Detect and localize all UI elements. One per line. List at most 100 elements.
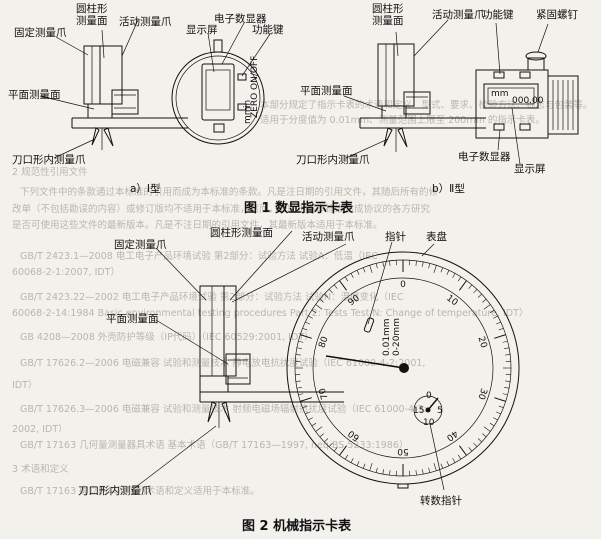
fig2-cylindrical-face-label: 圆柱形测量面 xyxy=(210,226,273,239)
dial-tick xyxy=(298,393,304,396)
dial-tick xyxy=(308,417,313,421)
fig1a-digital-head: ZERO ON/OFF mm in xyxy=(171,39,265,145)
dial-tick xyxy=(498,405,504,409)
bleed-line: 下列文件中的条款通过本标准的引用而成为本标准的条款。凡是注日期的引用文件，其随后… xyxy=(20,186,439,198)
dial-tick xyxy=(473,289,478,294)
dial-tick xyxy=(369,463,373,471)
fig1b-digital-head: mm 000.00 xyxy=(475,51,579,139)
dial-tick xyxy=(504,347,510,349)
fig1-panel-a: ZERO ON/OFF mm in 圆柱形测量面 活动测量爪 固定测量爪 显示屏… xyxy=(8,2,284,195)
fig1a-flat-face-label: 平面测量面 xyxy=(8,88,61,101)
dial-tick xyxy=(433,265,437,273)
onoff-key-text: ON/OFF xyxy=(250,56,260,90)
dial-tick xyxy=(302,405,308,409)
dial-tick xyxy=(382,469,384,475)
fig1a-electronic-head-label: 电子数显器 xyxy=(214,12,267,25)
fig1b-leaders xyxy=(343,19,549,165)
fig1b-function-key-label: 功能键 xyxy=(482,8,514,21)
dial-tick xyxy=(344,454,349,460)
dial-tick xyxy=(483,304,491,310)
bleed-line: 适用于分度值为 0.01mm、测量范围上限至 200mm 的指示卡表。 xyxy=(260,114,545,126)
in-key-text: in xyxy=(243,100,253,108)
fig1b-lock-screw-label: 紧固螺钉 xyxy=(536,9,578,21)
dial-tick xyxy=(457,276,462,282)
fig1a-function-key-label: 功能键 xyxy=(252,23,284,36)
dial-resolution-text: 0.01mm xyxy=(382,318,392,356)
fig1a-cylindrical-face-label: 圆柱形测量面 xyxy=(76,2,108,27)
dial-tick xyxy=(433,463,437,471)
dial-number: 10 xyxy=(444,293,459,308)
dial-tick xyxy=(315,426,323,432)
dial-tick xyxy=(502,340,508,343)
dial-tick xyxy=(505,354,511,356)
small-dial-num-0: 0 xyxy=(426,391,432,401)
fig1b-display-screen-label: 显示屏 xyxy=(514,163,546,175)
dial-number: 50 xyxy=(397,446,409,456)
dial-tick xyxy=(489,422,495,427)
dial-tick xyxy=(328,442,333,447)
dial-tick xyxy=(362,267,366,273)
fig2-caption: 图 2 机械指示卡表 xyxy=(242,518,352,534)
bleed-line: GB/T 17626.3—2006 电磁兼容 试验和测量技术 射频电磁场辐射抗扰… xyxy=(20,403,427,415)
bleed-line: 60068-2-14:1984 Basic environmental test… xyxy=(12,307,528,319)
dial-tick xyxy=(324,293,329,298)
dial-number: 80 xyxy=(318,335,331,349)
dial-tick xyxy=(305,321,310,325)
dial-range-text: 0-20mm xyxy=(392,318,402,356)
dial-tick xyxy=(452,273,456,278)
fig1b-reading-text: 000.00 xyxy=(512,96,544,106)
dial-tick xyxy=(356,270,360,275)
dial-tick xyxy=(440,267,444,273)
dial-tick xyxy=(300,397,312,402)
dial-tick xyxy=(350,273,354,278)
bleed-line: GB/T 2423.1—2008 电工电子产品环境试验 第2部分：试验方法 试验… xyxy=(20,250,378,262)
dial-number: 40 xyxy=(444,428,459,443)
fig2-dial-label: 表盘 xyxy=(426,230,447,243)
dial-tick xyxy=(362,463,366,469)
dial-tick xyxy=(369,265,373,273)
fig2-leaders xyxy=(131,230,445,491)
fig1b-flat-face-label: 平面测量面 xyxy=(300,84,353,97)
dial-tick xyxy=(389,470,391,476)
dial-tick xyxy=(422,261,424,267)
dial-tick xyxy=(459,445,467,456)
dial-tick xyxy=(494,397,506,402)
fig1b-unit-text: mm xyxy=(491,89,509,99)
dial-tick xyxy=(482,298,487,303)
fig1a-display-screen-label: 显示屏 xyxy=(186,24,218,36)
dial-tick xyxy=(482,433,487,438)
bleed-line: 2 规范性引用文件 xyxy=(12,166,88,178)
bleed-line: 2002, IDT） xyxy=(12,423,68,435)
dial-tick xyxy=(319,433,324,438)
small-dial-num-5: 5 xyxy=(437,406,443,416)
dial-tick xyxy=(311,309,317,314)
fig2-flat-face-label: 平面测量面 xyxy=(106,312,159,325)
dial-tick xyxy=(339,280,347,291)
fig1b-cylindrical-face-label: 圆柱形测量面 xyxy=(372,2,404,27)
fig1a-jaws-drawing xyxy=(71,45,188,150)
fig1b-movable-jaw-label: 活动测量爪 xyxy=(432,8,485,21)
dial-tick xyxy=(333,447,338,452)
dial-number: 70 xyxy=(317,386,330,400)
dial-tick xyxy=(300,334,312,339)
dial-tick xyxy=(415,470,417,476)
fig1a-leaders xyxy=(39,19,271,159)
fig2-pointer-label: 指针 xyxy=(385,230,406,243)
fig1a-sublabel: a）Ⅰ型 xyxy=(130,182,161,195)
bleed-line: GB/T 17626.2—2006 电磁兼容 试验和测量技术 静电放电抗扰度试验… xyxy=(20,357,425,369)
fig1a-fixed-jaw-label: 固定测量爪 xyxy=(14,26,67,39)
dial-tick xyxy=(296,347,302,349)
dial-tick xyxy=(493,315,498,319)
dial-tick xyxy=(428,263,431,269)
dial-tick xyxy=(302,327,308,331)
dial-tick xyxy=(473,442,478,447)
dial-tick xyxy=(494,334,506,339)
dial-tick xyxy=(502,393,508,396)
fig1a-movable-jaw-label: 活动测量爪 xyxy=(119,15,172,28)
dial-tick xyxy=(459,280,467,291)
dial-tick xyxy=(457,454,462,460)
dial-tick xyxy=(319,298,324,303)
dial-tick xyxy=(389,260,391,266)
dial-tick xyxy=(493,417,498,421)
